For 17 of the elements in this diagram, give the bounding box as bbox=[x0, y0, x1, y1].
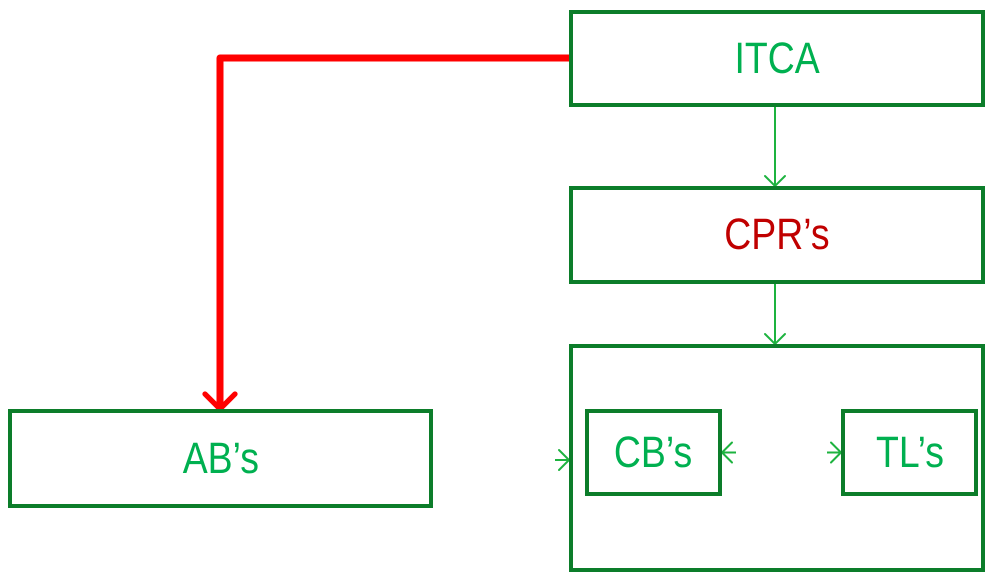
box-label: AB’s bbox=[182, 434, 259, 484]
arrow bbox=[764, 107, 786, 187]
process-box bbox=[841, 409, 978, 496]
box-label: CB’s bbox=[614, 428, 693, 478]
process-box bbox=[8, 409, 433, 508]
process-box bbox=[569, 10, 985, 107]
arrow bbox=[764, 284, 786, 345]
process-box bbox=[585, 409, 722, 496]
box-label: TL’s bbox=[876, 428, 944, 478]
arrow bbox=[202, 54, 569, 412]
box-label: CPR’s bbox=[724, 210, 830, 260]
arrowhead bbox=[721, 442, 736, 464]
arrowhead bbox=[555, 449, 570, 471]
arrowhead bbox=[827, 442, 842, 464]
process-box bbox=[569, 186, 985, 284]
box-label: ITCA bbox=[734, 34, 820, 84]
container-box bbox=[569, 344, 985, 572]
